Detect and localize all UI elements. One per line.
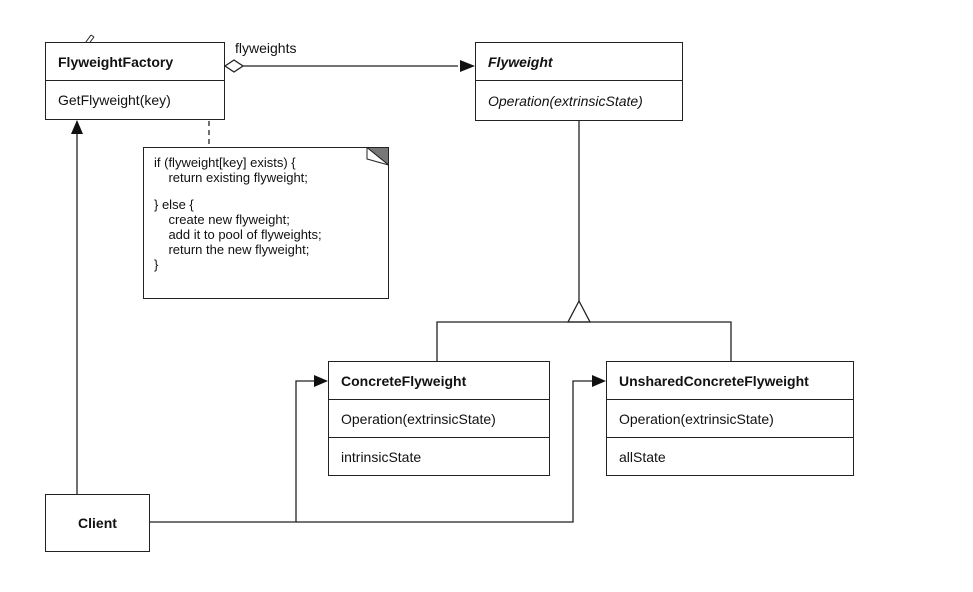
note-line: }	[154, 257, 159, 272]
client-class[interactable]: Client	[45, 494, 150, 552]
note-line: add it to pool of flyweights;	[154, 227, 322, 242]
concrete-arrowhead	[314, 375, 328, 387]
get-flyweight-method: GetFlyweight(key)	[58, 92, 171, 108]
inheritance-branch	[436, 321, 732, 361]
note-border	[143, 147, 389, 299]
client-concrete-line	[149, 380, 318, 523]
note-line: return existing flyweight;	[154, 170, 308, 185]
flyweight-arrowhead	[460, 60, 475, 72]
client-title: Client	[78, 515, 117, 531]
note-line: create new flyweight;	[154, 212, 290, 227]
client-unshared-line	[296, 380, 594, 523]
note-line: return the new flyweight;	[154, 242, 310, 257]
flyweight-factory-title: FlyweightFactory	[46, 43, 224, 81]
factory-note: if (flyweight[key] exists) { return exis…	[143, 147, 389, 299]
unshared-arrowhead	[592, 375, 606, 387]
aggregation-diamond	[223, 59, 245, 73]
concrete-flyweight-class[interactable]: ConcreteFlyweight Operation(extrinsicSta…	[328, 361, 550, 476]
unshared-flyweight-operation: Operation(extrinsicState)	[607, 400, 853, 438]
association-label: flyweights	[235, 40, 297, 56]
unshared-flyweight-title: UnsharedConcreteFlyweight	[607, 362, 853, 400]
flyweight-operation: Operation(extrinsicState)	[488, 92, 643, 109]
unshared-flyweight-attribute: allState	[619, 448, 666, 465]
flyweight-class[interactable]: Flyweight Operation(extrinsicState)	[475, 42, 683, 121]
flyweight-factory-class[interactable]: FlyweightFactory GetFlyweight(key)	[45, 42, 225, 120]
concrete-flyweight-attribute: intrinsicState	[341, 448, 422, 465]
factory-arrowhead	[71, 120, 83, 134]
note-line	[154, 185, 322, 197]
note-line: if (flyweight[key] exists) {	[154, 155, 296, 170]
unshared-concrete-flyweight-class[interactable]: UnsharedConcreteFlyweight Operation(extr…	[606, 361, 854, 476]
flyweight-title: Flyweight	[476, 43, 682, 81]
concrete-flyweight-operation: Operation(extrinsicState)	[329, 400, 549, 438]
inheritance-triangle	[566, 299, 592, 323]
note-line: } else {	[154, 197, 194, 212]
concrete-flyweight-title: ConcreteFlyweight	[329, 362, 549, 400]
